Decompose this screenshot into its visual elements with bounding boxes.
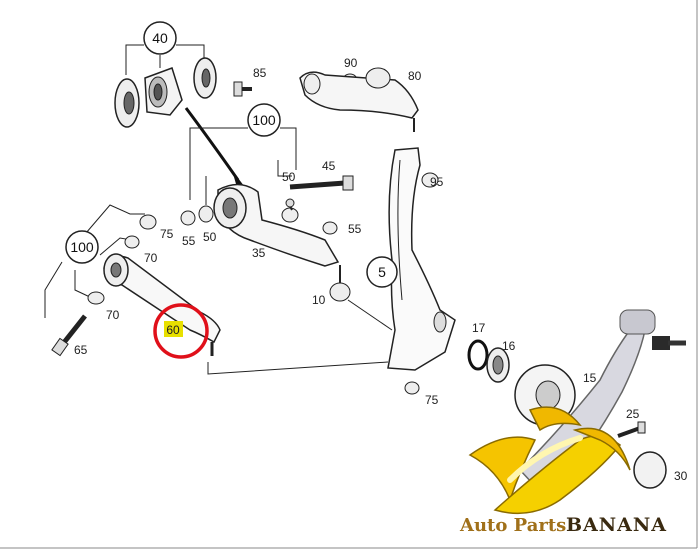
bolt-25: 25 [617,407,646,438]
callout-40: 40 [152,30,168,46]
svg-text:Auto Parts: Auto Parts [459,515,566,536]
svg-text:15: 15 [583,371,597,385]
svg-text:55: 55 [182,234,196,248]
svg-text:95: 95 [430,175,444,189]
svg-text:16: 16 [502,339,516,353]
svg-text:75: 75 [160,227,174,241]
svg-text:55: 55 [348,222,362,236]
nut-55-50-pair: 55 50 [180,205,217,248]
lower-arm-35: 35 55 [213,183,362,267]
svg-text:70: 70 [144,251,158,265]
svg-text:50: 50 [282,170,296,184]
svg-text:30: 30 [674,469,688,483]
bolt-85: 85 [233,66,267,97]
snap-ring-17: 17 [467,321,489,371]
svg-text:80: 80 [408,69,422,83]
svg-text:25: 25 [626,407,640,421]
svg-text:BANANA: BANANA [566,514,667,536]
bushing-group-40: 40 [114,21,217,128]
watermark-logo: Auto Parts BANANA [459,309,686,536]
bolt-45: 45 [289,159,354,191]
svg-text:5: 5 [378,264,386,280]
cap-30: 30 [633,451,688,489]
callout-5: 5 [366,256,398,288]
steering-knuckle: 95 75 [387,147,456,407]
svg-text:45: 45 [322,159,336,173]
svg-text:65: 65 [74,343,88,357]
ball-joint-10: 10 [312,265,393,331]
svg-text:50: 50 [203,230,217,244]
svg-text:35: 35 [252,246,266,260]
svg-text:75: 75 [425,393,439,407]
hardware-group-100-lower: 100 75 70 70 65 [44,204,174,357]
svg-text:10: 10 [312,293,326,307]
hardware-group-100-upper: 100 50 [189,103,297,205]
svg-text:85: 85 [253,66,267,80]
svg-text:90: 90 [344,56,358,70]
label-highlight [164,321,183,337]
tension-strut-60: 60 [103,253,389,375]
svg-text:100: 100 [70,239,94,255]
svg-text:70: 70 [106,308,120,322]
svg-text:60: 60 [166,323,180,337]
svg-text:100: 100 [252,112,276,128]
bearing-16: 16 [486,339,516,383]
svg-text:17: 17 [472,321,486,335]
upper-arm-80: 90 80 [299,56,422,132]
highlight-circle [153,303,209,359]
